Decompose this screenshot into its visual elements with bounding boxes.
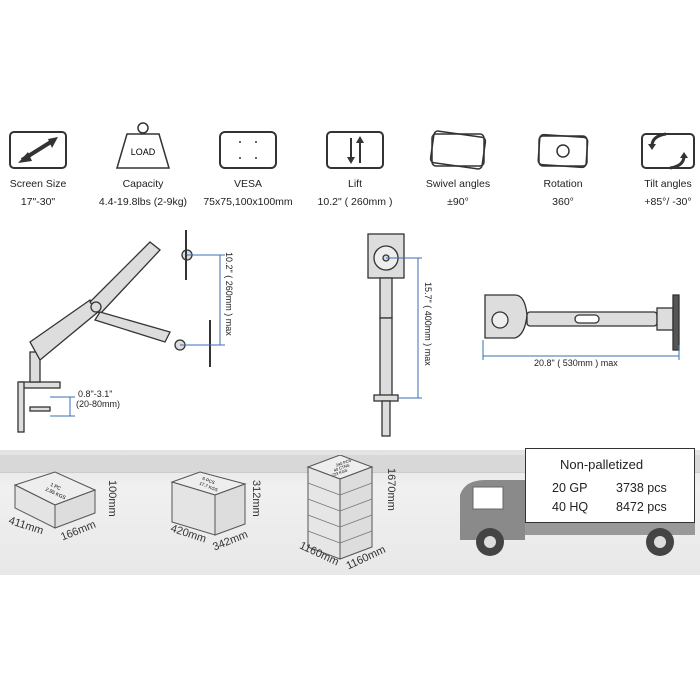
svg-text:40 CTNS: 40 CTNS	[333, 462, 350, 472]
spec-value: 75x75,100x100mm	[203, 196, 293, 208]
spec-value: +85°/ -30°	[644, 196, 692, 208]
spec-swivel: Swivel angles ±90°	[403, 130, 513, 208]
spec-screen-size: Screen Size 17"-30"	[0, 130, 93, 208]
svg-text:240 PCS: 240 PCS	[335, 457, 352, 467]
shipping-info-box: Non-palletized 20 GP 3738 pcs 40 HQ 8472 p…	[525, 448, 695, 523]
vesa-plate-icon	[219, 131, 277, 169]
carton-6pcs-drawing: 6 PCS 17.7 KGS	[170, 471, 247, 536]
container-qty: 3738 pcs	[616, 481, 667, 495]
tilt-icon	[641, 132, 695, 170]
spec-vesa: VESA 75x75,100x100mm	[193, 130, 303, 208]
arm-side-view-drawing	[17, 230, 225, 433]
spec-capacity: LOAD Capacity 4.4-19.8lbs (2-9kg)	[88, 122, 198, 208]
svg-text:1 PC: 1 PC	[49, 482, 62, 492]
svg-text:17.7 KGS: 17.7 KGS	[199, 481, 219, 493]
spec-value: 10.2" ( 260mm )	[317, 196, 393, 208]
reach-max-label: 20.8" ( 530mm ) max	[534, 358, 618, 368]
up-down-arrows-icon	[326, 131, 384, 169]
pallet-drawing: 240 PCS 40 CTNS 723 KGS	[306, 455, 374, 560]
arm-front-view-drawing	[367, 233, 422, 437]
svg-text:723 KGS: 723 KGS	[331, 467, 348, 477]
pallet-height: 1670mm	[385, 468, 397, 511]
weight-icon: LOAD	[115, 122, 171, 169]
spec-label: Capacity	[122, 178, 164, 190]
svg-text:LOAD: LOAD	[131, 147, 156, 157]
container-qty: 8472 pcs	[616, 500, 667, 514]
spec-lift: Lift 10.2" ( 260mm )	[300, 130, 410, 208]
shipping-row: 40 HQ 8472 pcs	[552, 500, 680, 514]
spec-value: ±90°	[447, 196, 469, 208]
svg-text:6 PCS: 6 PCS	[202, 476, 216, 486]
spec-rotation: Rotation 360°	[508, 130, 618, 208]
height-max-label: 15.7" ( 400mm ) max	[423, 282, 433, 366]
diagonal-arrow-icon	[9, 131, 67, 169]
carton-1pc-height: 100mm	[106, 480, 118, 517]
rotation-icon	[537, 133, 589, 169]
spec-value: 360°	[552, 196, 574, 208]
spec-label: Rotation	[543, 178, 583, 190]
container-type: 40 HQ	[552, 500, 589, 514]
clamp-range-label: 0.8"-3.1"	[78, 389, 113, 399]
container-type: 20 GP	[552, 481, 588, 495]
lift-range-label: 10.2" ( 260mm ) max	[224, 252, 234, 336]
spec-label: Tilt angles	[644, 178, 692, 190]
shipping-title: Non-palletized	[560, 457, 644, 472]
spec-label: Lift	[347, 178, 362, 190]
carton-6pcs-height: 312mm	[250, 480, 262, 517]
clamp-range-mm-label: (20-80mm)	[76, 399, 121, 409]
spec-label: Screen Size	[9, 178, 67, 190]
swivel-icon	[429, 130, 487, 170]
arm-top-view-drawing	[482, 294, 680, 360]
spec-tilt: Tilt angles +85°/ -30°	[613, 130, 700, 208]
spec-value: 17"-30"	[20, 196, 56, 208]
spec-label: VESA	[233, 178, 262, 190]
shipping-row: 20 GP 3738 pcs	[552, 481, 680, 495]
spec-value: 4.4-19.8lbs (2-9kg)	[98, 196, 188, 208]
spec-label: Swivel angles	[425, 178, 491, 190]
carton-1pc-drawing: 1 PC 2.85 KGS	[13, 471, 97, 529]
